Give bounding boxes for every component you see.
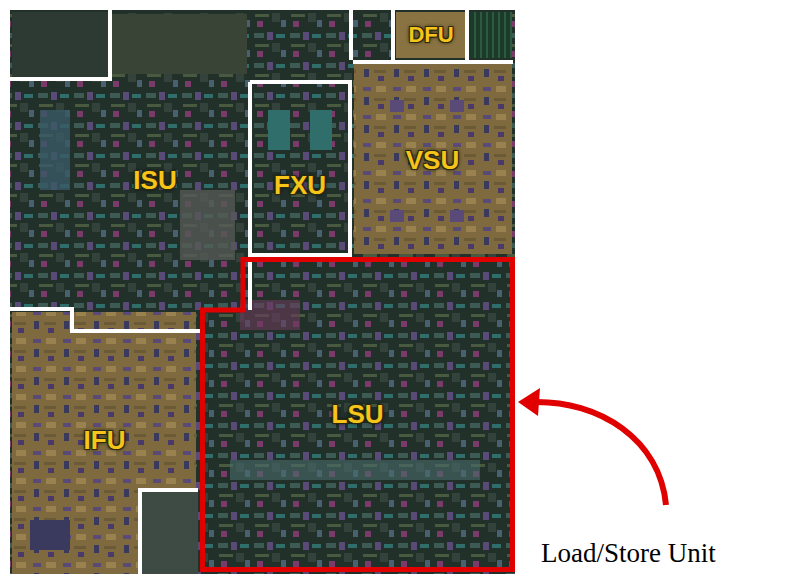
unit-label: IFU: [84, 425, 126, 456]
die-region: FXU: [252, 100, 348, 270]
die-region: IFU: [12, 330, 197, 550]
unit-label: FXU: [274, 170, 326, 201]
unit-label: DFU: [408, 22, 453, 48]
callout-label: Load/Store Unit: [541, 538, 716, 569]
die-region: ISU: [60, 80, 250, 280]
leader-arrowhead: [518, 388, 540, 416]
unit-label: VSU: [406, 145, 459, 176]
unit-label: ISU: [133, 165, 176, 196]
unit-label: LSU: [332, 399, 384, 430]
die-region: DFU: [396, 12, 466, 58]
die-region: LSU: [200, 257, 515, 572]
die-region: VSU: [355, 65, 510, 255]
leader-arrow: [532, 402, 666, 505]
